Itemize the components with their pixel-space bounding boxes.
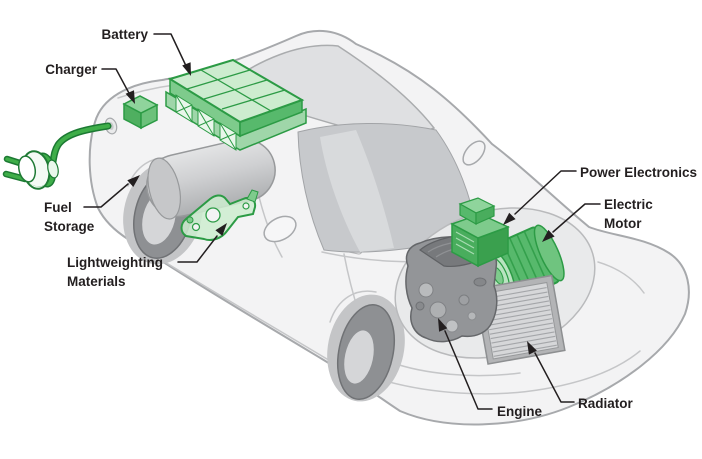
arrow-lightweighting — [215, 223, 227, 236]
leader-engine — [438, 318, 493, 410]
label-lightweighting-line1: Lightweighting — [67, 255, 163, 270]
leader-power-electronics — [503, 170, 577, 225]
label-fuel-storage-line1: Fuel — [44, 200, 72, 215]
front-wheel — [327, 290, 405, 402]
leader-fuel-storage — [83, 175, 140, 208]
label-charger: Charger — [45, 62, 98, 77]
leader-electric-motor — [542, 203, 601, 242]
label-engine: Engine — [497, 404, 542, 419]
windshield-reflection — [320, 130, 394, 252]
arrow-power-electronics — [503, 212, 516, 225]
arrow-fuel-storage — [127, 175, 140, 187]
label-electric-motor-line1: Electric — [604, 197, 653, 212]
fuel-tank — [146, 138, 276, 220]
arrow-radiator — [527, 341, 537, 355]
front-rim — [344, 330, 374, 384]
leader-battery — [153, 33, 191, 76]
leader-charger — [101, 68, 135, 104]
lightweighting-part — [180, 189, 259, 241]
battery-pack — [165, 58, 307, 151]
label-electric-motor-line2: Motor — [604, 216, 642, 231]
label-battery: Battery — [101, 27, 148, 42]
arrow-engine — [438, 318, 448, 332]
label-fuel-storage-line2: Storage — [44, 219, 95, 234]
power-electronics-unit — [450, 197, 510, 268]
arrow-charger — [125, 90, 135, 104]
driver-mirror — [263, 215, 297, 243]
label-power-electronics: Power Electronics — [580, 165, 697, 180]
headlight-line — [597, 261, 645, 294]
leader-lightweighting — [177, 223, 227, 263]
label-radiator: Radiator — [578, 396, 634, 411]
arrow-battery — [182, 62, 191, 76]
battery-modules — [175, 94, 237, 151]
passenger-mirror — [462, 140, 486, 166]
charging-plug — [2, 150, 59, 190]
label-lightweighting-line2: Materials — [67, 274, 126, 289]
arrow-electric-motor — [542, 229, 555, 242]
leader-radiator — [527, 341, 575, 403]
